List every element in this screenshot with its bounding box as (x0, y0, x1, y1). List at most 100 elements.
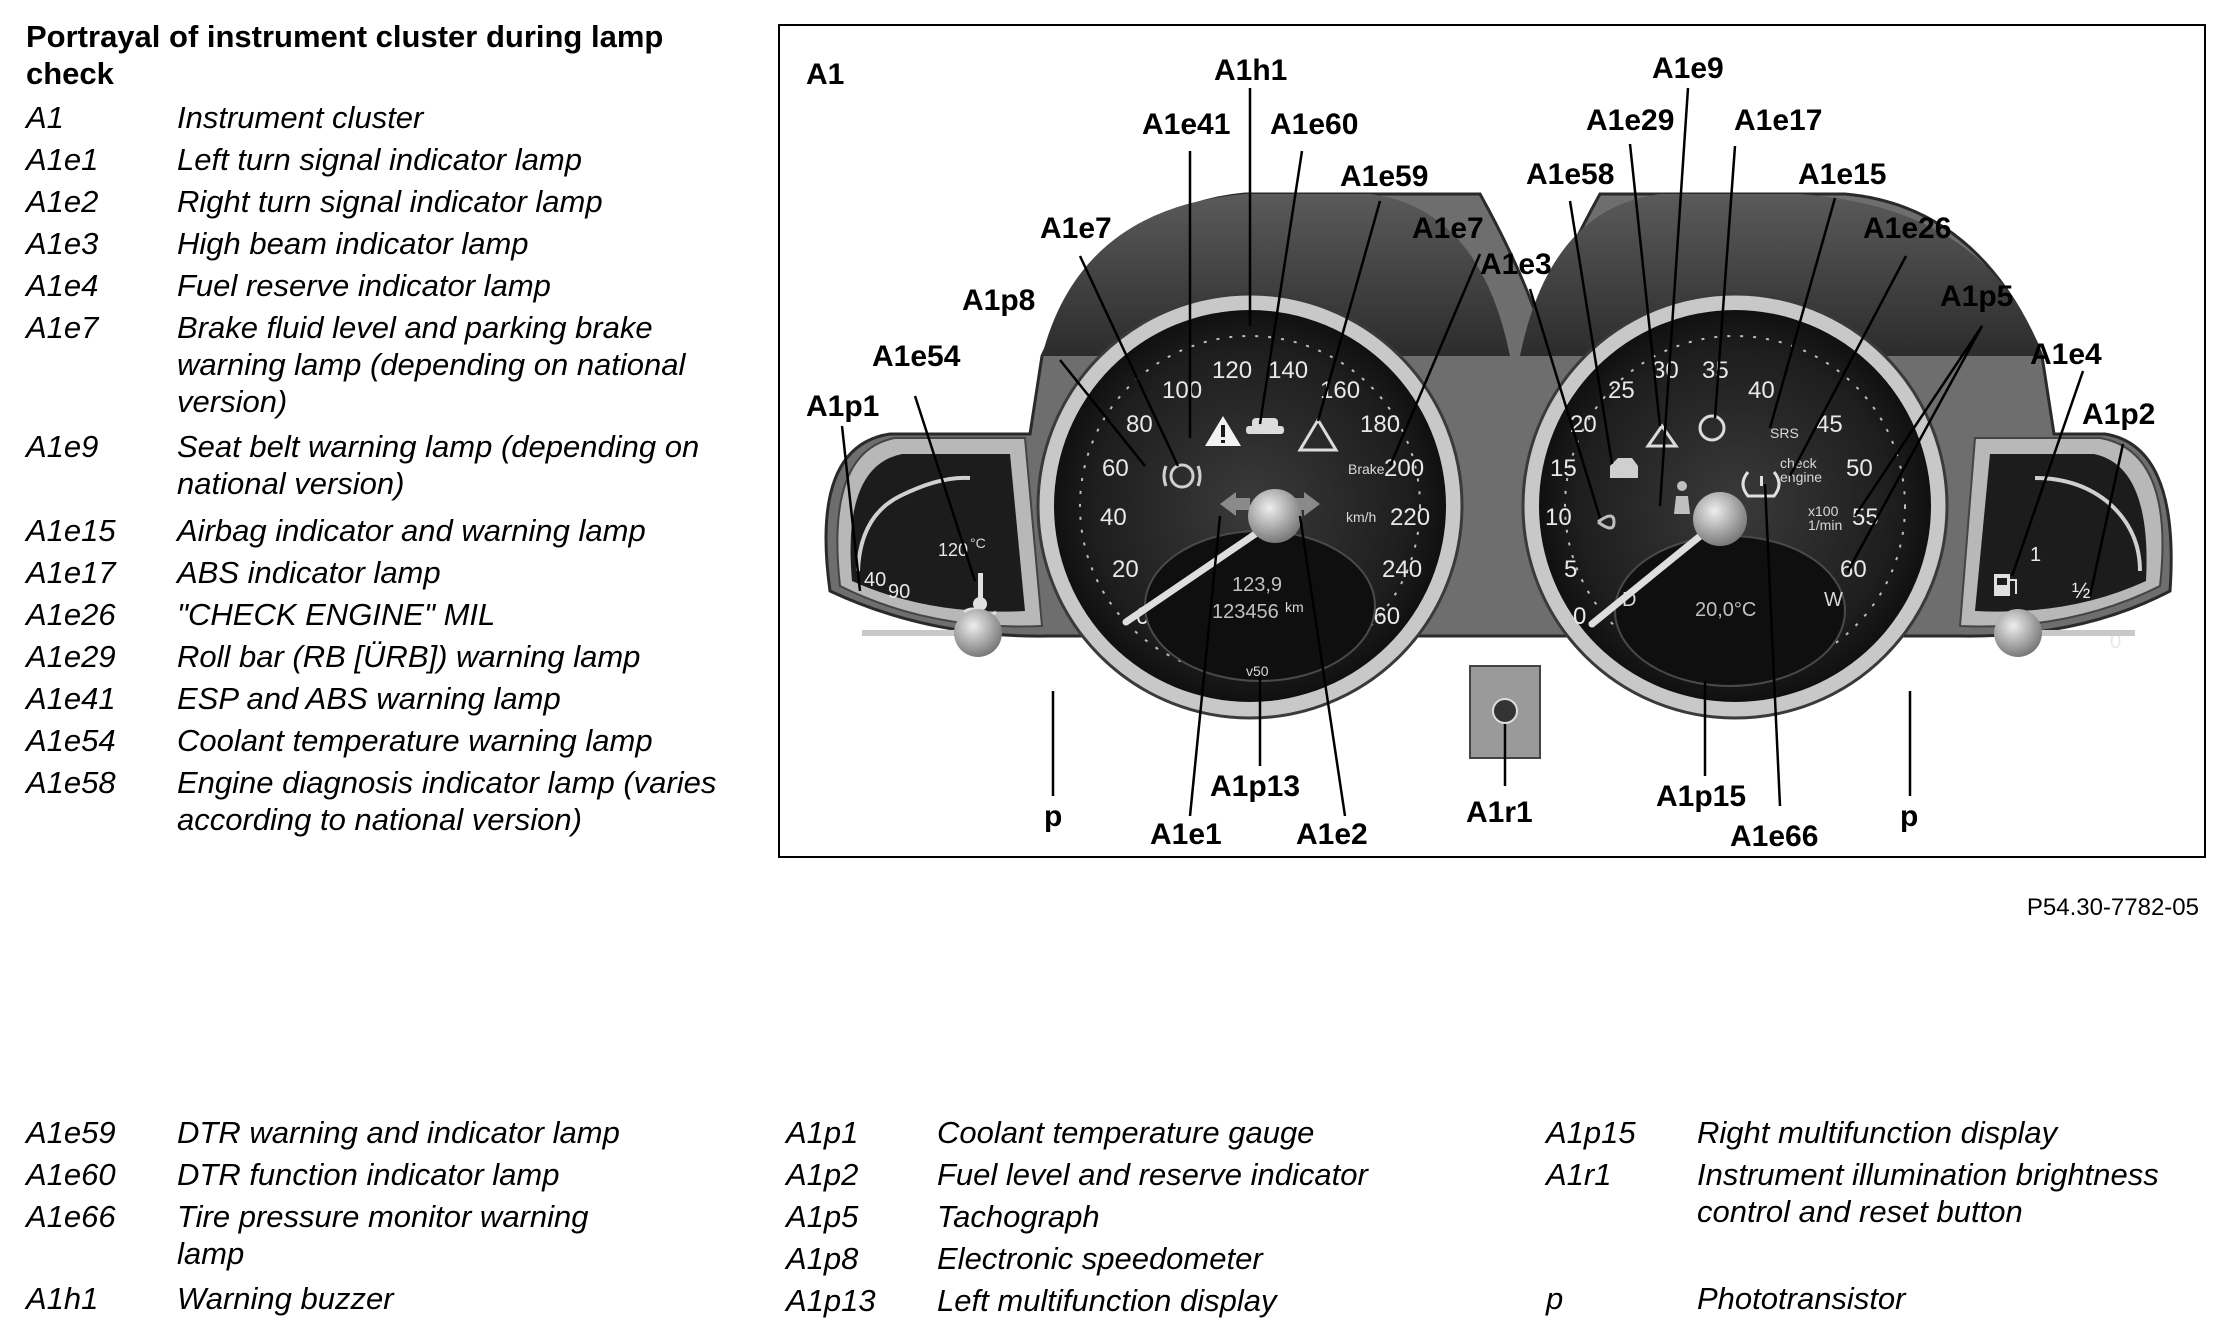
legend-desc: Brake fluid level and parking brake warn… (177, 310, 686, 419)
display-w: W (1824, 589, 1843, 611)
tacho-scale-label: 15 (1550, 455, 1577, 482)
tacho-scale-label: 40 (1748, 377, 1775, 404)
odometer-trip: 123,9 (1232, 574, 1282, 596)
tacho-scale-label: 5 (1564, 556, 1577, 583)
legend-code: p (1546, 1281, 1564, 1316)
fuel-gauge-face (1975, 454, 2147, 612)
speedometer-scale-ring (1079, 335, 1421, 677)
legend-code: A1p1 (786, 1115, 859, 1150)
legend-item: A1e7 Brake fluid level and parking brake… (26, 309, 726, 420)
speedo-scale-label: 140 (1268, 357, 1308, 384)
legend-item: A1p8 Electronic speedometer (786, 1240, 1506, 1277)
callout-a1e41: A1e41 (1142, 108, 1230, 141)
callout-a1p13: A1p13 (1210, 770, 1300, 803)
callout-a1e54: A1e54 (872, 340, 961, 373)
callout-a1e15: A1e15 (1798, 158, 1886, 191)
dtr-warning-icon (1297, 417, 1339, 452)
legend-code: A1 (26, 100, 64, 135)
legend-item: A1e3 High beam indicator lamp (26, 225, 726, 262)
roll-bar-warning-icon (1645, 423, 1679, 448)
legend-desc: Coolant temperature gauge (937, 1115, 1315, 1150)
leader-lines (840, 87, 2125, 817)
tacho-scale-label: 55 (1852, 504, 1879, 531)
brightness-reset-button[interactable] (1492, 698, 1518, 724)
legend-desc: Engine diagnosis indicator lamp (varies … (177, 765, 717, 837)
legend-code: A1p5 (786, 1199, 859, 1234)
legend-desc: Tire pressure monitor warning lamp (177, 1199, 589, 1271)
callout-a1h1: A1h1 (1214, 54, 1287, 87)
callout-a1e60: A1e60 (1270, 108, 1358, 141)
speedometer-needle-hub (1248, 489, 1302, 543)
coolant-unit: °C (970, 535, 986, 551)
callout-a1e9: A1e9 (1652, 52, 1724, 85)
callout-a1p8: A1p8 (962, 284, 1035, 317)
coolant-scale-arc (856, 475, 971, 572)
speedo-footer: v50 (1246, 663, 1269, 679)
callout-a1p2: A1p2 (2082, 398, 2155, 431)
callout-a1e17: A1e17 (1734, 104, 1822, 137)
fuel-needle-hub (1994, 609, 2042, 657)
seat-belt-warning-icon (1674, 481, 1690, 514)
legend-desc: High beam indicator lamp (177, 226, 529, 261)
legend-code: A1e1 (26, 142, 99, 177)
tachometer-needle (1588, 520, 1719, 628)
legend-item: A1e17 ABS indicator lamp (26, 554, 726, 591)
callout-a1e58: A1e58 (1526, 158, 1614, 191)
legend-item: A1e59 DTR warning and indicator lamp (26, 1114, 736, 1151)
callout-a1p1: A1p1 (806, 390, 879, 423)
legend-code: A1e59 (26, 1115, 116, 1150)
legend-code: A1e66 (26, 1199, 116, 1234)
legend-code: A1p2 (786, 1157, 859, 1192)
figure-reference-code: P54.30-7782-05 (2026, 894, 2199, 921)
speedo-scale-label: 220 (1390, 504, 1430, 531)
callout-a1r1: A1r1 (1466, 796, 1533, 829)
odometer-unit: km (1285, 599, 1304, 615)
callout-a1e59: A1e59 (1340, 160, 1428, 193)
legend-code: A1p13 (786, 1283, 876, 1318)
callout-a1e1: A1e1 (1150, 818, 1222, 851)
legend-desc: Coolant temperature warning lamp (177, 723, 653, 758)
legend-desc: ESP and ABS warning lamp (177, 681, 561, 716)
legend-desc: Airbag indicator and warning lamp (177, 513, 646, 548)
legend-code: A1p8 (786, 1241, 859, 1276)
odometer-total: 123456 (1212, 601, 1279, 623)
dtr-function-icon (1246, 418, 1284, 434)
speedo-scale-label: 100 (1162, 377, 1202, 404)
coolant-scale-90: 90 (888, 581, 910, 603)
coolant-scale-40: 40 (864, 569, 886, 591)
cluster-drawing: 40 90 120 °C 0 20 40 60 80 100 120 140 1… (806, 52, 2173, 853)
legend-item: A1e41 ESP and ABS warning lamp (26, 680, 726, 717)
legend-desc: Right multifunction display (1697, 1115, 2058, 1150)
callout-p-right: p (1900, 800, 1918, 833)
legend-code: A1h1 (26, 1281, 99, 1316)
legend-desc: Left turn signal indicator lamp (177, 142, 582, 177)
callout-a1p15: A1p15 (1656, 780, 1746, 813)
tacho-engine-text: engine (1780, 469, 1822, 485)
coolant-scale-120: 120 (938, 540, 968, 560)
legend-item: A1e54 Coolant temperature warning lamp (26, 722, 726, 759)
brake-warning-icon (1162, 463, 1202, 489)
left-turn-signal-icon (1220, 492, 1250, 516)
callout-a1e26: A1e26 (1863, 212, 1951, 245)
legend-desc: Warning buzzer (177, 1281, 394, 1316)
callout-a1p5: A1p5 (1940, 280, 2013, 313)
legend-item: A1e15 Airbag indicator and warning lamp (26, 512, 726, 549)
callout-a1e2: A1e2 (1296, 818, 1368, 851)
speedometer-needle (1122, 520, 1274, 626)
legend-desc: Fuel level and reserve indicator (937, 1157, 1368, 1192)
legend-item: A1 Instrument cluster (26, 99, 726, 136)
tacho-scale-label: 25 (1608, 377, 1635, 404)
coolant-needle-hub (954, 609, 1002, 657)
tacho-scale-label: 0 (1573, 603, 1586, 630)
legend-item: A1e4 Fuel reserve indicator lamp (26, 267, 726, 304)
legend-desc: Left multifunction display (937, 1283, 1277, 1318)
speedo-scale-label: 20 (1112, 556, 1139, 583)
legend-item: A1e58 Engine diagnosis indicator lamp (v… (26, 764, 726, 875)
speedo-brake-text: Brake (1348, 461, 1385, 477)
abs-indicator-icon (1698, 414, 1726, 442)
speedo-unit: km/h (1346, 509, 1376, 525)
legend-item: A1p13 Left multifunction display (786, 1282, 1506, 1319)
legend-code: A1e29 (26, 639, 116, 674)
legend-code: A1e15 (26, 513, 116, 548)
fuel-scale-empty: 0 (2110, 631, 2121, 653)
